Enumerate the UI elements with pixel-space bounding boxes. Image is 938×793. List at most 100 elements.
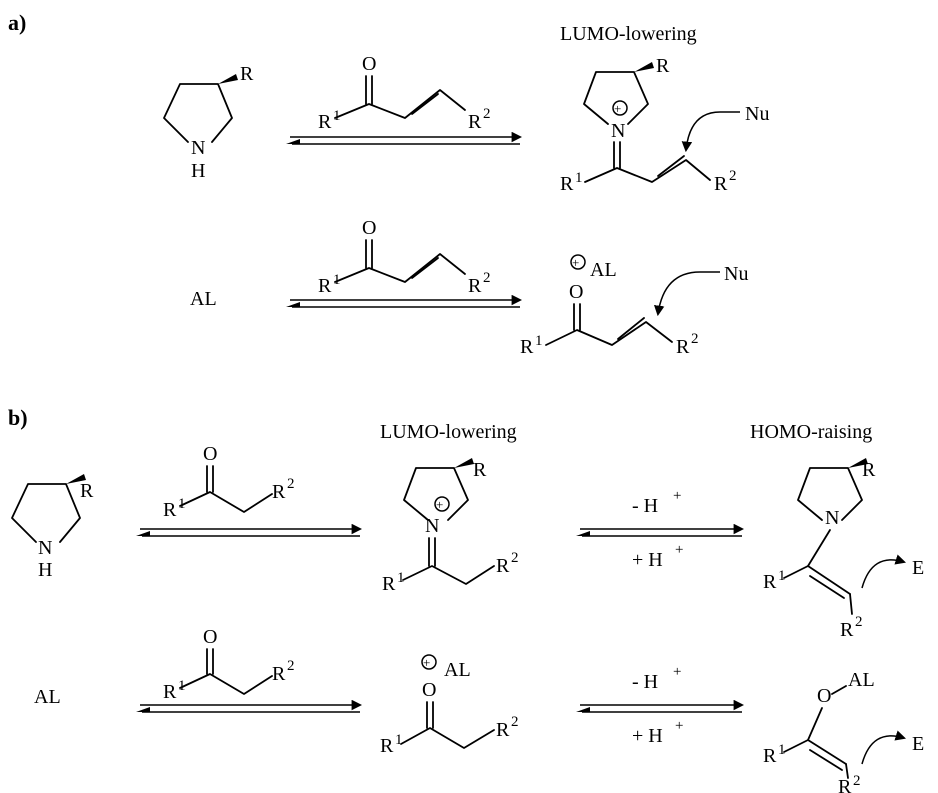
iminium-r2: R: [714, 173, 728, 195]
ketone2-r2: R: [272, 663, 286, 685]
pyrrolidine-b-h: H: [38, 559, 52, 581]
la-ketone-o: O: [422, 679, 436, 701]
la-ketone-r2: R: [496, 719, 510, 741]
iminium-b-plus: +: [436, 497, 443, 512]
enamine-product: R N R 1 R 2 E: [763, 458, 924, 641]
enolate-e: E: [912, 733, 924, 755]
enolate-r2-sup: 2: [853, 773, 861, 789]
iminium-b-r2-sup: 2: [511, 550, 519, 566]
pyrrolidine-catalyst-a: R N H: [163, 63, 254, 182]
ketone-reagent-1: O R 1 R 2: [163, 443, 295, 521]
plus-h-1-sup: +: [675, 542, 683, 558]
ketone-r2: R: [272, 481, 286, 503]
enone2-r2-sup: 2: [483, 270, 491, 286]
ketone-r1: R: [163, 499, 177, 521]
iminium-r1: R: [560, 173, 574, 195]
iminium-b-r1: R: [382, 573, 396, 595]
iminium-product-b: R + N R 1 R 2: [382, 458, 519, 595]
iminium-b-r: R: [473, 459, 487, 481]
la-ketone-al: AL: [444, 659, 471, 681]
ketone2-r1: R: [163, 681, 177, 703]
enamine-e: E: [912, 557, 924, 579]
pyrrolidine-b-r: R: [80, 480, 94, 502]
enone-r1-sup: 1: [333, 108, 341, 124]
la-ketone-plus: +: [423, 655, 430, 670]
ketone-r2-sup: 2: [287, 476, 295, 492]
enone-r2-sup: 2: [483, 106, 491, 122]
iminium-r1-sup: 1: [575, 170, 583, 186]
enone2-r1: R: [318, 275, 332, 297]
la-ketone-r1: R: [380, 735, 394, 757]
la-ketone-r2-sup: 2: [511, 714, 519, 730]
enamine-r1-sup: 1: [778, 568, 786, 584]
la-enone-r1-sup: 1: [535, 333, 543, 349]
iminium-r2-sup: 2: [729, 168, 737, 184]
enone-o: O: [362, 53, 376, 75]
enone-r1: R: [318, 111, 332, 133]
iminium-plus: +: [614, 101, 621, 116]
iminium-n: N: [611, 120, 625, 142]
proton-transfer-arrow-2: - H + + H +: [576, 664, 745, 747]
lewis-acid-b: AL: [34, 686, 61, 708]
la-enone-r2: R: [676, 336, 690, 358]
lewis-acid-enone-product: + AL O R 1 R 2 Nu: [520, 254, 748, 358]
panel-a-label: a): [8, 10, 26, 35]
enone-reagent-1: O R 1 R 2: [318, 53, 491, 133]
equilibrium-arrow-2: [286, 294, 523, 308]
plus-h-2-sup: +: [675, 718, 683, 734]
la-enone-o: O: [569, 281, 583, 303]
proton-transfer-arrow-1: - H + + H +: [576, 488, 745, 571]
panel-b-label: b): [8, 405, 28, 430]
pyrrolidine-catalyst-b: R N H: [11, 474, 94, 581]
iminium-product-a: R + N R 1 R 2 Nu: [560, 55, 769, 195]
la-enone-nu: Nu: [724, 263, 748, 285]
ketone-r1-sup: 1: [178, 496, 186, 512]
lewis-acid-a: AL: [190, 288, 217, 310]
pyrrolidine-r: R: [240, 63, 254, 85]
pyrrolidine-b-n: N: [38, 537, 52, 559]
equilibrium-arrow-3: [136, 523, 363, 537]
la-enone-r2-sup: 2: [691, 331, 699, 347]
iminium-b-n: N: [425, 515, 439, 537]
enone-r2: R: [468, 111, 482, 133]
enolate-al: AL: [848, 669, 875, 691]
panel-b-lumo-title: LUMO-lowering: [380, 421, 517, 443]
plus-h-1: + H: [632, 549, 663, 571]
enamine-r2-sup: 2: [855, 614, 863, 630]
ketone-reagent-2: O R 1 R 2: [163, 626, 295, 703]
enolate-r1-sup: 1: [778, 742, 786, 758]
enamine-n: N: [825, 507, 839, 529]
la-enone-plus: +: [572, 255, 579, 270]
pyrrolidine-n: N: [191, 137, 205, 159]
ketone2-r2-sup: 2: [287, 658, 295, 674]
minus-h-2-sup: +: [673, 664, 681, 680]
enolate-o: O: [817, 685, 831, 707]
la-enone-r1: R: [520, 336, 534, 358]
enolate-r2: R: [838, 776, 852, 793]
enone-reagent-2: O R 1 R 2: [318, 217, 491, 297]
enone2-o: O: [362, 217, 376, 239]
iminium-nu: Nu: [745, 103, 769, 125]
equilibrium-arrow-1: [286, 131, 523, 145]
ketone2-o: O: [203, 626, 217, 648]
lewis-acid-ketone-product: + AL O R 1 R 2: [380, 654, 519, 757]
minus-h-1-sup: +: [673, 488, 681, 504]
enamine-r2: R: [840, 619, 854, 641]
enolate-product: O AL R 1 R 2 E: [763, 669, 924, 793]
enone2-r1-sup: 1: [333, 272, 341, 288]
plus-h-2: + H: [632, 725, 663, 747]
enolate-r1: R: [763, 745, 777, 767]
equilibrium-arrow-5: [136, 699, 363, 713]
panel-b-homo-title: HOMO-raising: [750, 421, 872, 443]
iminium-b-r2: R: [496, 555, 510, 577]
enone2-r2: R: [468, 275, 482, 297]
la-ketone-r1-sup: 1: [395, 732, 403, 748]
pyrrolidine-h: H: [191, 160, 205, 182]
minus-h-1: - H: [632, 495, 658, 517]
minus-h-2: - H: [632, 671, 658, 693]
iminium-b-r1-sup: 1: [397, 570, 405, 586]
ketone2-r1-sup: 1: [178, 678, 186, 694]
enamine-r1: R: [763, 571, 777, 593]
enamine-r: R: [862, 459, 876, 481]
